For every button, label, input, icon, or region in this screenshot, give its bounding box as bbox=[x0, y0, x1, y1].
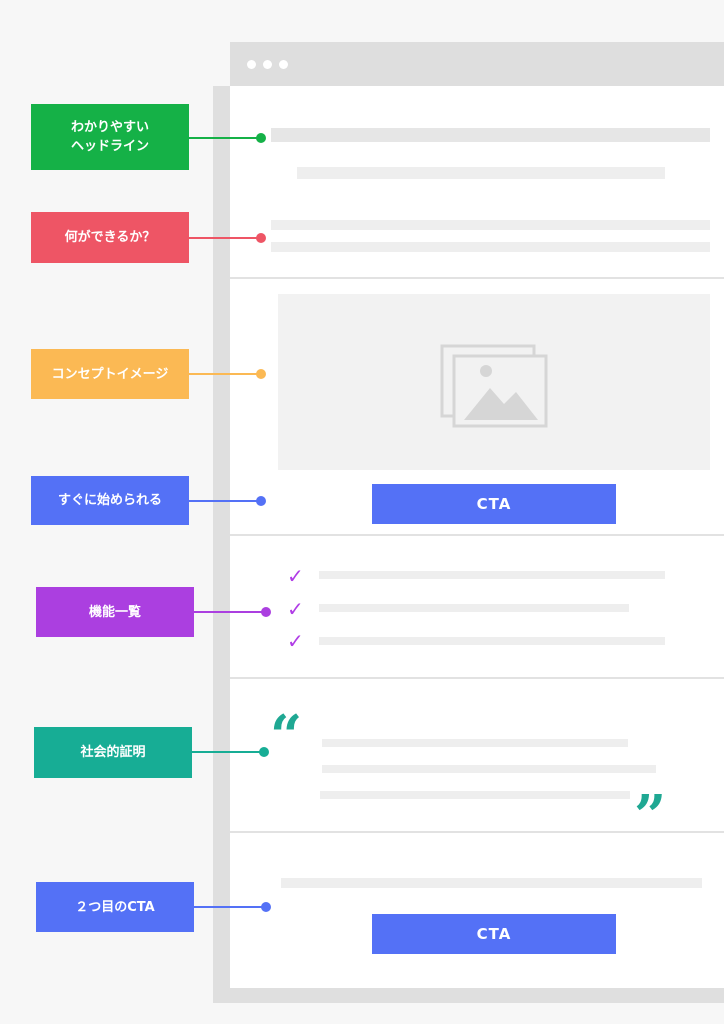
connector-dot-what-can-do bbox=[256, 233, 266, 243]
label-second-cta: ２つ目のCTA bbox=[36, 882, 194, 932]
cta-button-primary[interactable]: CTA bbox=[372, 484, 616, 524]
label-concept-image: コンセプトイメージ bbox=[31, 349, 189, 399]
connector-dot-concept-image bbox=[256, 369, 266, 379]
feature-line-2 bbox=[319, 604, 629, 612]
browser-titlebar bbox=[230, 42, 724, 86]
close-quote-icon: ” bbox=[634, 783, 667, 849]
section-divider bbox=[230, 831, 724, 833]
label-headline: わかりやすい ヘッドライン bbox=[31, 104, 189, 170]
window-dot-3 bbox=[279, 60, 288, 69]
image-placeholder bbox=[278, 294, 710, 470]
feature-line-1 bbox=[319, 571, 665, 579]
connector-second-cta bbox=[194, 906, 266, 908]
connector-start-now bbox=[189, 500, 261, 502]
testimonial-line-3 bbox=[320, 791, 630, 799]
connector-headline bbox=[189, 137, 261, 139]
subheadline-placeholder bbox=[297, 167, 665, 179]
connector-dot-start-now bbox=[256, 496, 266, 506]
feature-line-3 bbox=[319, 637, 665, 645]
connector-dot-second-cta bbox=[261, 902, 271, 912]
testimonial-line-2 bbox=[322, 765, 656, 773]
cta-lead-placeholder bbox=[281, 878, 702, 888]
description-line-2 bbox=[271, 242, 710, 252]
check-icon: ✓ bbox=[287, 629, 304, 653]
connector-dot-social-proof bbox=[259, 747, 269, 757]
connector-concept-image bbox=[189, 373, 261, 375]
image-icon bbox=[440, 344, 548, 428]
connector-dot-headline bbox=[256, 133, 266, 143]
label-start-now: すぐに始められる bbox=[31, 476, 189, 525]
headline-placeholder bbox=[271, 128, 710, 142]
window-dot-1 bbox=[247, 60, 256, 69]
label-what-can-do: 何ができるか？ bbox=[31, 212, 189, 263]
window-dot-2 bbox=[263, 60, 272, 69]
section-divider bbox=[230, 534, 724, 536]
check-icon: ✓ bbox=[287, 564, 304, 588]
section-divider bbox=[230, 677, 724, 679]
description-line-1 bbox=[271, 220, 710, 230]
label-features: 機能一覧 bbox=[36, 587, 194, 637]
connector-what-can-do bbox=[189, 237, 261, 239]
section-divider bbox=[230, 277, 724, 279]
testimonial-line-1 bbox=[322, 739, 628, 747]
connector-social-proof bbox=[192, 751, 264, 753]
check-icon: ✓ bbox=[287, 597, 304, 621]
open-quote-icon: “ bbox=[270, 703, 303, 769]
connector-features bbox=[194, 611, 266, 613]
cta-button-secondary[interactable]: CTA bbox=[372, 914, 616, 954]
connector-dot-features bbox=[261, 607, 271, 617]
label-social-proof: 社会的証明 bbox=[34, 727, 192, 778]
